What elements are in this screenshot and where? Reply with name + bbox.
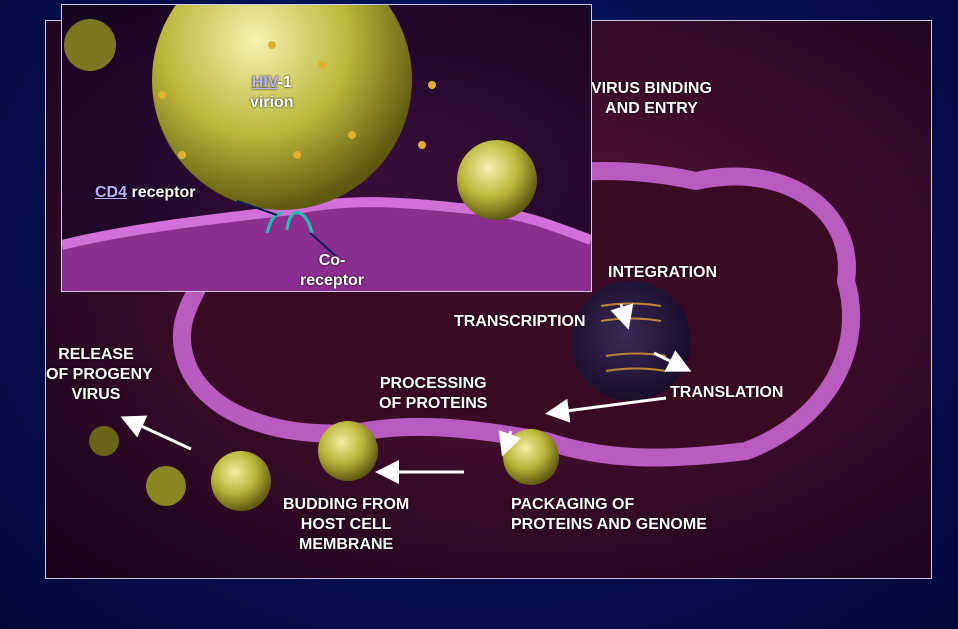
label-cd4-receptor: CD4 receptor xyxy=(95,183,195,203)
label-integration: INTEGRATION xyxy=(608,263,717,283)
inset-binding-detail: HIV-1 virion CD4 receptor Co- receptor xyxy=(61,4,592,292)
label-virus-binding: VIRUS BINDING AND ENTRY xyxy=(591,79,712,119)
label-hiv-virion: HIV-1 virion xyxy=(250,73,294,113)
arrow-release xyxy=(126,419,191,449)
label-translation: TRANSLATION xyxy=(670,383,783,403)
budding-virion xyxy=(318,421,378,481)
background-virion xyxy=(64,19,116,71)
label-budding: BUDDING FROM HOST CELL MEMBRANE xyxy=(283,495,409,555)
released-virion-far xyxy=(89,426,119,456)
label-transcription: TRANSCRIPTION xyxy=(454,312,586,332)
label-packaging: PACKAGING OF PROTEINS AND GENOME xyxy=(511,495,707,535)
cd4-link[interactable]: CD4 xyxy=(95,184,127,201)
inset-illustration xyxy=(62,5,591,291)
released-virion-small xyxy=(146,466,186,506)
label-coreceptor: Co- receptor xyxy=(300,251,364,291)
hiv-link[interactable]: HIV xyxy=(252,74,278,91)
label-processing: PROCESSING OF PROTEINS xyxy=(379,374,487,414)
released-virion xyxy=(211,451,271,511)
entering-virion xyxy=(457,140,537,220)
label-release: RELEASE OF PROGENY VIRUS xyxy=(46,345,146,405)
packaging-virion xyxy=(503,429,559,485)
